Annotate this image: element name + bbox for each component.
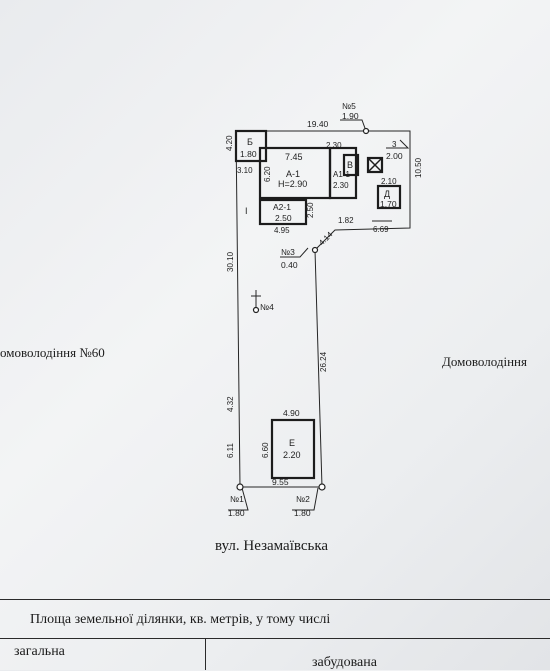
lot-left-lower-dim: 6.11 bbox=[226, 442, 235, 458]
lot-diag1-dim: 1.82 bbox=[338, 216, 354, 225]
lot-right-bottom-dim: 6.69 bbox=[373, 225, 389, 234]
lot-top-dim: 19.40 bbox=[307, 119, 329, 129]
lot-left-upper-dim: 30.10 bbox=[226, 251, 235, 272]
building-a1-width: 7.45 bbox=[285, 152, 303, 162]
neighbor-right-label: Домоволодіння bbox=[442, 354, 527, 369]
building-a2-height: 2.50 bbox=[275, 213, 292, 223]
table-column-divider bbox=[205, 639, 206, 670]
table-heading: Площа земельної ділянки, кв. метрів, у т… bbox=[30, 612, 331, 627]
marker-n4-point bbox=[252, 306, 260, 314]
building-a1-ext-label: А1-1 bbox=[333, 170, 350, 179]
marker-n1-value: 1.80 bbox=[228, 508, 245, 518]
building-a1-ext-height: 2.30 bbox=[333, 181, 349, 190]
lot-long-right-dim: 26.24 bbox=[319, 351, 328, 372]
building-e bbox=[270, 418, 316, 480]
lot-left-mid-dim: 4.32 bbox=[226, 396, 235, 412]
leader-line bbox=[228, 487, 249, 511]
building-v bbox=[342, 153, 360, 177]
building-z-height: 2.00 bbox=[386, 151, 403, 161]
marker-n3-label: №3 bbox=[281, 247, 295, 257]
street-name: вул. Незамаївська bbox=[215, 538, 329, 554]
leader-line bbox=[292, 487, 319, 511]
lot-boundary bbox=[235, 130, 411, 488]
marker-n2-value: 1.80 bbox=[294, 508, 311, 518]
building-b-top-dim: 4.20 bbox=[225, 135, 234, 151]
building-a1-ext bbox=[328, 146, 358, 200]
marker-n5-point bbox=[362, 127, 370, 135]
leader-line bbox=[340, 119, 367, 132]
building-a2-width: 4.95 bbox=[274, 226, 290, 235]
building-d bbox=[376, 184, 402, 210]
lot-right-dim: 10.50 bbox=[414, 157, 423, 178]
marker-n2-label: №2 bbox=[296, 494, 310, 504]
table-mid-rule bbox=[0, 638, 550, 639]
building-b-label: Б bbox=[247, 137, 253, 147]
building-e-height: 2.20 bbox=[283, 450, 301, 460]
building-a1-height: H=2.90 bbox=[278, 179, 307, 189]
marker-n3-value: 0.40 bbox=[281, 260, 298, 270]
lot-small-left-dim: 3.10 bbox=[237, 166, 253, 175]
lot-side-marker: I bbox=[245, 206, 248, 216]
table-col-built: забудована bbox=[312, 655, 377, 670]
building-e-label: Е bbox=[289, 438, 295, 448]
building-d-top-dim: 2.10 bbox=[381, 177, 397, 186]
marker-n4-label: №4 bbox=[260, 302, 274, 312]
table-top-rule bbox=[0, 599, 550, 600]
leader-line bbox=[280, 247, 309, 258]
building-e-width: 4.90 bbox=[283, 408, 300, 418]
building-a2-label: А2-1 bbox=[273, 202, 291, 212]
building-z bbox=[366, 156, 384, 174]
marker-n5-label: №5 bbox=[342, 101, 356, 111]
lot-bottom-dim: 9.55 bbox=[272, 477, 289, 487]
building-b-height: 1.80 bbox=[240, 149, 257, 159]
building-v-label: В bbox=[347, 160, 353, 170]
building-a2 bbox=[258, 198, 308, 226]
building-d-label: Д bbox=[384, 189, 390, 199]
building-a2-side-dim: 2.50 bbox=[306, 202, 315, 218]
marker-n1-label: №1 bbox=[230, 494, 244, 504]
neighbor-left-label: омоволодіння №60 bbox=[0, 345, 105, 360]
building-e-side-dim: 6.60 bbox=[261, 442, 270, 458]
building-z-label: 3 bbox=[392, 140, 397, 149]
site-plan-drawing: Б 1.80 4.20 7.45 А-1 H=2.90 6.20 2.30 А1… bbox=[225, 101, 423, 518]
building-a1-label: А-1 bbox=[286, 169, 300, 179]
building-a1-ext-top-dim: 2.30 bbox=[326, 141, 342, 150]
leader-line bbox=[386, 139, 410, 149]
building-z-hatch bbox=[367, 157, 383, 173]
marker-n1-point bbox=[236, 483, 244, 491]
table-col-total: загальна bbox=[14, 644, 65, 659]
marker-n5-value: 1.90 bbox=[342, 111, 359, 121]
building-b bbox=[234, 129, 268, 163]
building-a1-side-dim: 6.20 bbox=[263, 166, 272, 182]
marker-n2-point bbox=[318, 483, 326, 491]
building-d-height: 1.70 bbox=[380, 199, 397, 209]
marker-n3-point bbox=[311, 246, 319, 254]
area-table: Площа земельної ділянки, кв. метрів, у т… bbox=[0, 599, 550, 670]
